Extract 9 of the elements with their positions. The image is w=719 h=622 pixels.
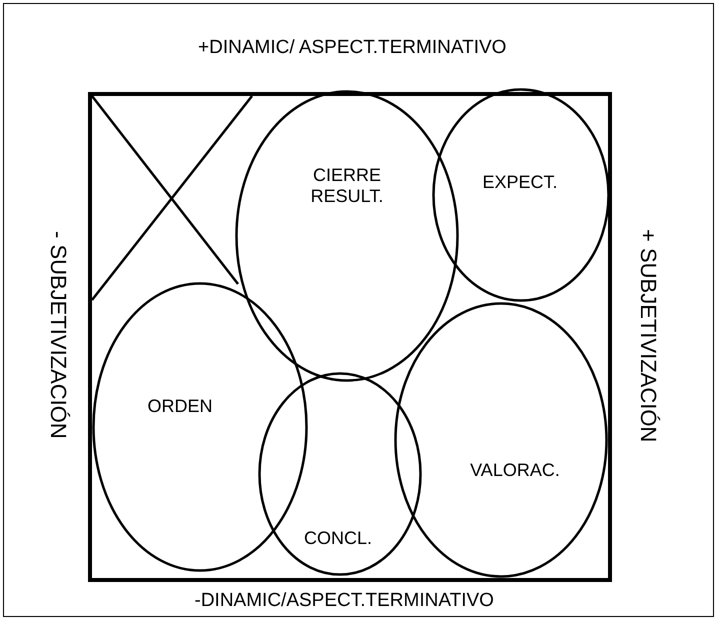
ellipse-label: ORDEN <box>146 396 214 416</box>
axis-label: +DINAMIC/ ASPECT.TERMINATIVO <box>198 37 506 59</box>
axis-label: - SUBJETIVIZACIÓN <box>45 231 71 439</box>
ellipse-label: CIERRE RESULT. <box>310 165 384 207</box>
ellipse-label: VALORAC. <box>469 460 561 480</box>
axis-label: -DINAMIC/ASPECT.TERMINATIVO <box>194 590 494 612</box>
ellipse-label: EXPECT. <box>481 172 559 192</box>
axis-label: + SUBJETIVIZACIÓN <box>635 228 661 442</box>
ellipse-label: CONCL. <box>302 528 373 548</box>
